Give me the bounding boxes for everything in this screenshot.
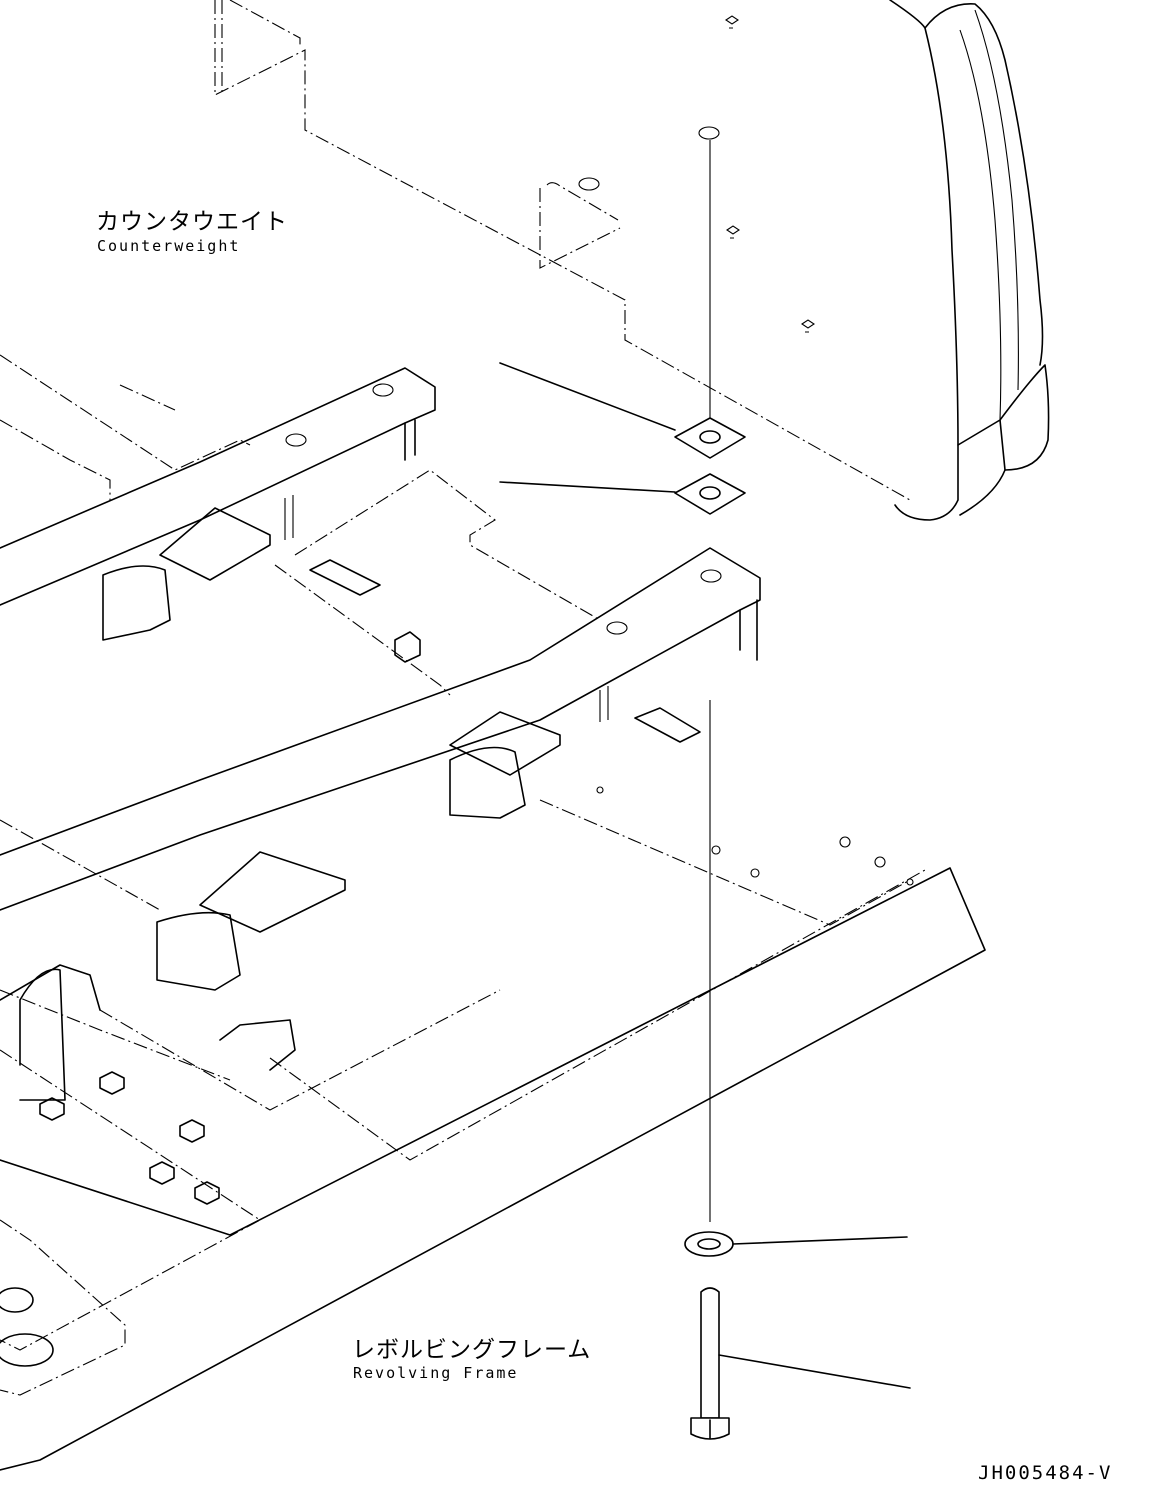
revolving-frame-label-jp: レボルビングフレーム bbox=[352, 1337, 592, 1363]
counterweight-label-jp: カウンタウエイト bbox=[96, 209, 288, 235]
drawing-code: JH005484-V bbox=[978, 1462, 1113, 1484]
counterweight-label-en: Counterweight bbox=[97, 237, 241, 255]
shim-plates bbox=[499, 362, 746, 515]
washer bbox=[684, 1231, 908, 1257]
bolt bbox=[690, 1287, 911, 1440]
counterweight-outline bbox=[214, 0, 1050, 521]
revolving-frame-label-en: Revolving Frame bbox=[353, 1364, 519, 1382]
revolving-frame-outline bbox=[0, 354, 986, 1471]
